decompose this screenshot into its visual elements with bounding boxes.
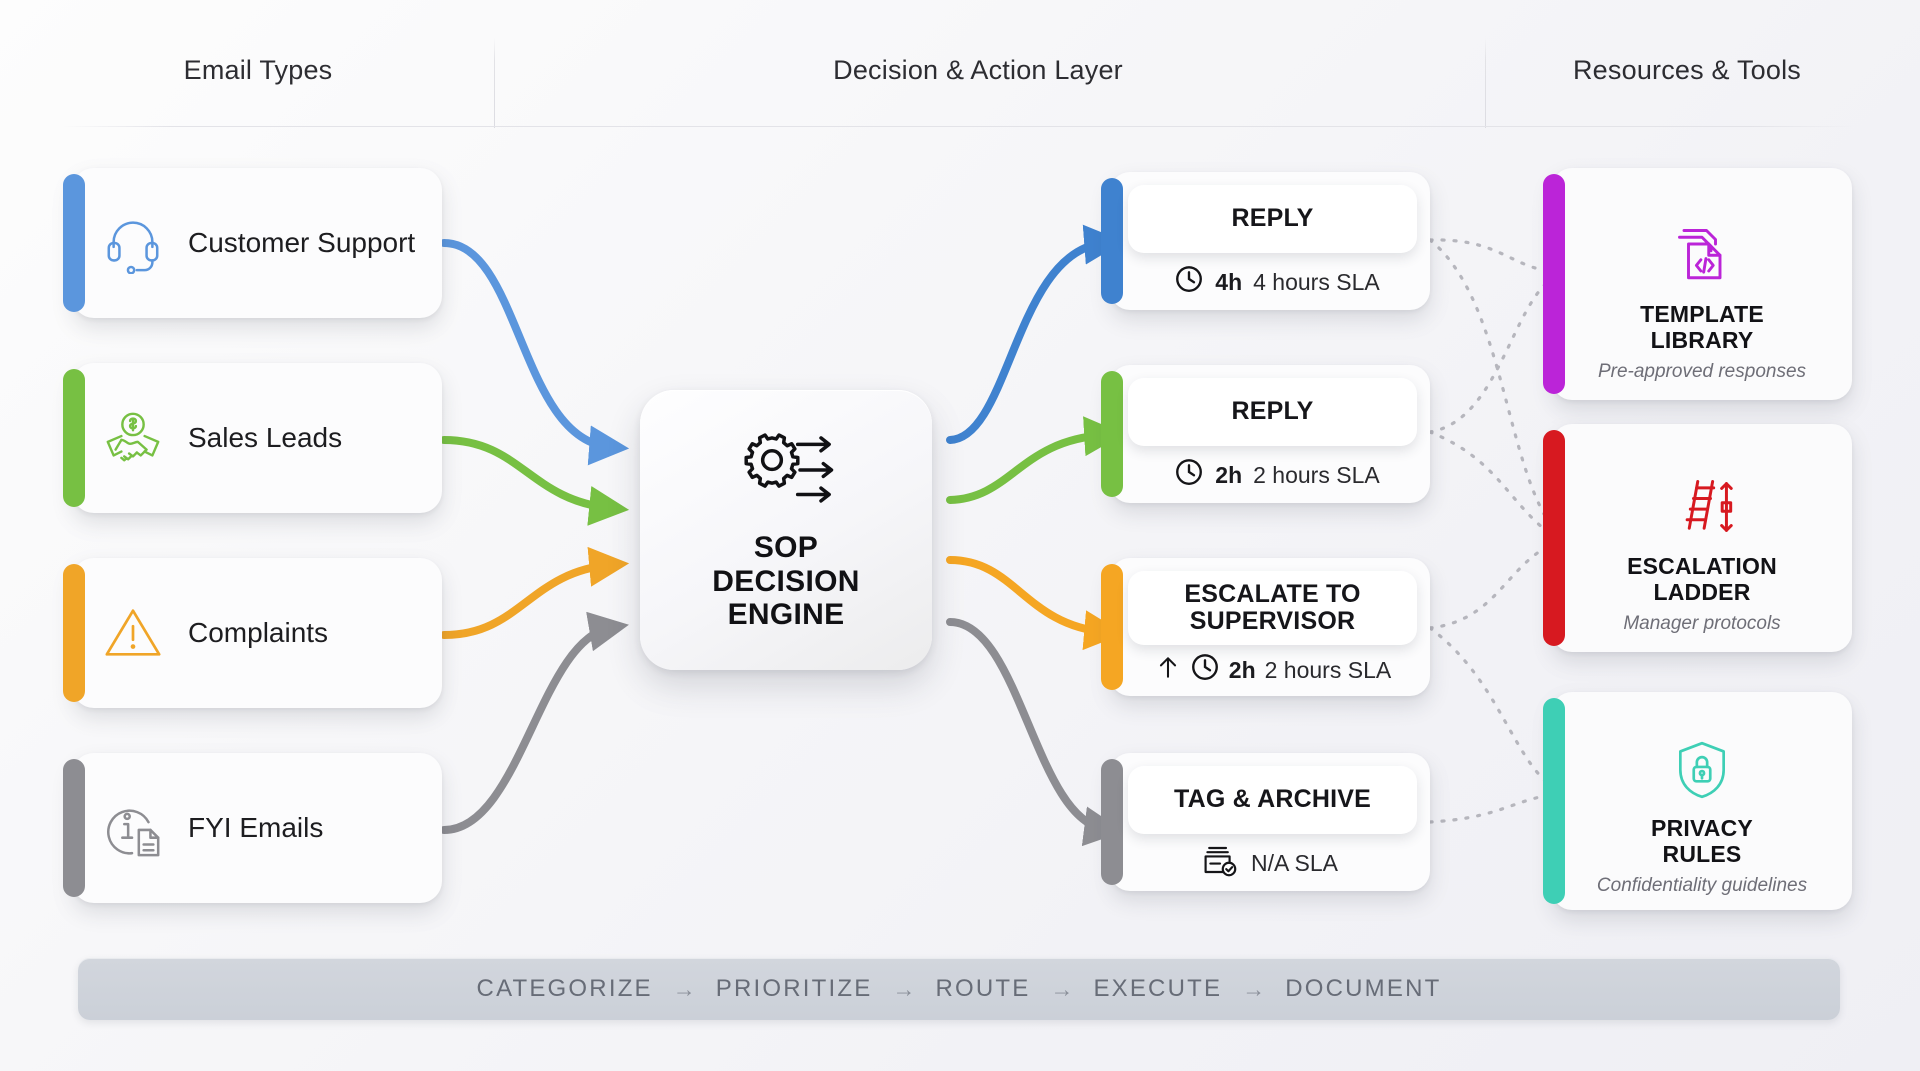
gear-arrows-icon (730, 428, 842, 517)
action-title: TAG & ARCHIVE (1173, 785, 1372, 814)
connector-support-to-engine (440, 239, 630, 466)
connector-engine-to-escalate (946, 556, 1125, 651)
accent-bar (1101, 178, 1123, 304)
resource-subtitle: Manager protocols (1623, 612, 1781, 634)
accent-bar (1101, 564, 1123, 690)
accent-bar (1543, 174, 1565, 394)
accent-bar (1543, 430, 1565, 646)
resource-subtitle: Confidentiality guidelines (1596, 874, 1808, 896)
process-steps: CATEGORIZE → PRIORITIZE → ROUTE → EXECUT… (477, 975, 1442, 1003)
action-title-pill: REPLY (1128, 185, 1417, 253)
action-title: REPLY (1231, 397, 1314, 426)
email-type-card-fyi-emails[interactable]: FYI Emails (63, 753, 442, 903)
clock-icon (1190, 652, 1220, 688)
connector-engine-to-reply4h (946, 224, 1125, 444)
process-step-route: ROUTE (935, 975, 1031, 1002)
action-card-reply-4h[interactable]: REPLY 4h 4 hours SLA (1101, 172, 1430, 310)
action-sla-row: 2h 2 hours SLA (1110, 652, 1430, 688)
accent-bar (1101, 371, 1123, 497)
action-title-pill: REPLY (1128, 378, 1417, 446)
action-card-reply-2h[interactable]: REPLY 2h 2 hours SLA (1101, 365, 1430, 503)
headset-icon (102, 212, 164, 274)
sla-text: 2 hours SLA (1264, 656, 1392, 683)
action-sla-row: 2h 2 hours SLA (1110, 457, 1430, 493)
process-step-execute: EXECUTE (1093, 975, 1223, 1002)
sla-text: N/A SLA (1251, 849, 1338, 876)
sla-text: 4 hours SLA (1253, 268, 1380, 295)
accent-bar (1101, 759, 1123, 885)
connector-fyi-to-engine (440, 611, 629, 834)
action-card-tag-and-archive[interactable]: TAG & ARCHIVE N/A SLA (1101, 753, 1430, 891)
accent-bar (63, 174, 85, 312)
engine-title: SOP DECISION ENGINE (712, 531, 860, 632)
arrow-right-icon: → (672, 975, 696, 1002)
arrow-right-icon: → (1050, 975, 1074, 1002)
ladder-arrows-icon (1668, 473, 1736, 546)
clock-icon (1174, 264, 1204, 300)
email-type-label: FYI Emails (188, 812, 324, 844)
column-title-decision-action: Decision & Action Layer (833, 55, 1123, 85)
connector-reply4h-to-template (1428, 238, 1558, 274)
action-title: REPLY (1231, 204, 1314, 233)
shield-lock-icon (1669, 737, 1735, 808)
accent-bar (1543, 698, 1565, 904)
action-sla-row: N/A SLA (1110, 843, 1430, 883)
info-document-icon (102, 797, 164, 859)
connector-reply2h-to-template (1428, 274, 1558, 434)
sla-value: 2h (1215, 461, 1243, 488)
email-type-card-customer-support[interactable]: Customer Support (63, 168, 442, 318)
email-type-card-complaints[interactable]: Complaints (63, 558, 442, 708)
connector-reply2h-to-escalation (1428, 430, 1558, 540)
column-title-resources-tools: Resources & Tools (1572, 55, 1801, 85)
code-documents-icon (1666, 217, 1738, 294)
connector-escalate-to-escalation (1428, 540, 1558, 630)
email-type-label: Complaints (188, 617, 329, 649)
resource-subtitle: Pre-approved responses (1597, 360, 1807, 382)
arrow-right-icon: → (1242, 975, 1266, 1002)
column-title-email-types: Email Types (183, 55, 333, 85)
sop-decision-engine[interactable]: SOP DECISION ENGINE (640, 390, 932, 670)
connector-sales-to-engine (440, 436, 630, 526)
column-divider-1 (494, 38, 495, 128)
action-sla-row: 4h 4 hours SLA (1110, 264, 1430, 300)
email-type-card-sales-leads[interactable]: Sales Leads (63, 363, 442, 513)
process-flow-bar: CATEGORIZE → PRIORITIZE → ROUTE → EXECUT… (78, 958, 1840, 1020)
connector-complaints-to-engine (440, 546, 630, 639)
connector-escalate-to-privacy (1428, 626, 1558, 792)
handshake-money-icon (102, 407, 164, 469)
sla-text: 2 hours SLA (1253, 461, 1380, 488)
column-divider-2 (1485, 38, 1486, 128)
email-type-label: Customer Support (188, 227, 416, 259)
header-rule (62, 126, 1858, 127)
connector-engine-to-archive (946, 618, 1125, 847)
sla-value: 2h (1228, 656, 1256, 683)
accent-bar (63, 759, 85, 897)
connector-archive-to-privacy (1428, 792, 1558, 824)
connector-reply4h-to-escalation (1428, 238, 1558, 534)
arrow-up-icon (1155, 652, 1181, 688)
accent-bar (63, 564, 85, 702)
clock-icon (1174, 457, 1204, 493)
connector-engine-to-reply2h (946, 416, 1125, 504)
process-step-categorize: CATEGORIZE (476, 975, 653, 1002)
sla-value: 4h (1215, 268, 1243, 295)
process-step-document: DOCUMENT (1285, 975, 1442, 1002)
arrow-right-icon: → (892, 975, 916, 1002)
action-title-pill: TAG & ARCHIVE (1128, 766, 1417, 834)
email-type-label: Sales Leads (188, 422, 343, 454)
accent-bar (63, 369, 85, 507)
process-step-prioritize: PRIORITIZE (715, 975, 873, 1002)
archive-check-icon (1202, 843, 1238, 883)
warning-triangle-icon (102, 602, 164, 664)
